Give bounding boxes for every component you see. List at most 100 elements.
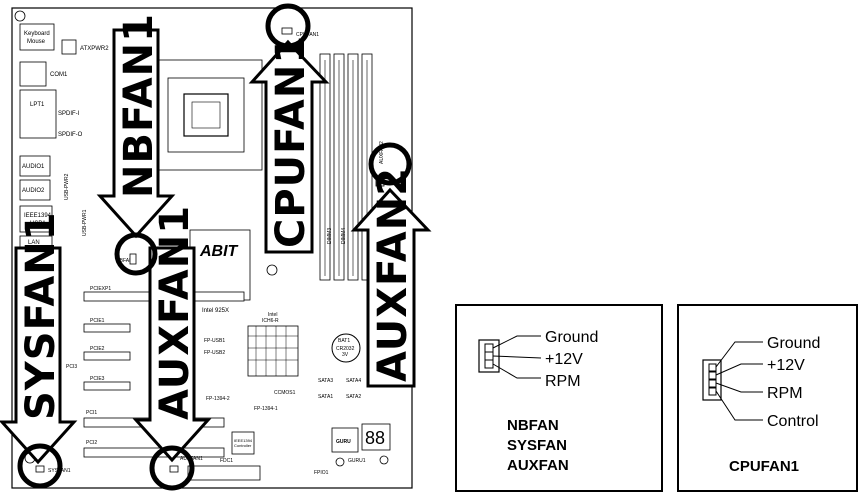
northbridge-chip [189,229,251,301]
ich6r-chip [247,325,299,377]
svg-text:AUXFAN1: AUXFAN1 [152,205,198,420]
pinout-4pin-title: CPUFAN1 [729,458,800,475]
pciexp1-label: PCIEXP1 [90,286,111,292]
auxfan1-connector [169,465,179,473]
pin4-ground-label: Ground [767,335,820,352]
post-code-display [361,423,391,451]
fpio1-label: FPIO1 [314,470,329,476]
keyboard-mouse-label-2: Mouse [27,39,46,45]
guru-chip [331,427,359,453]
pin4-rpm-label: RPM [767,385,803,402]
ich6r-label-1: Intel [268,312,277,318]
arrow-auxfan1: AUXFAN1 [132,205,212,463]
lpt1-port [19,89,57,139]
sata3-label: SATA3 [318,378,333,384]
pin4-12v-label: +12V [767,357,805,374]
keyboard-mouse-label-1: Keyboard [24,31,50,37]
com1-port [19,61,47,87]
pcie2-label: PCIE2 [90,346,105,352]
fdc1-label: FDC1 [220,458,233,464]
bat1-battery [331,333,361,363]
sata2-label: SATA2 [346,394,361,400]
cpufan1-connector [281,27,293,35]
pcie3-label: PCIE3 [90,376,105,382]
com1-label: COM1 [50,72,68,78]
applies-auxfan: AUXFAN [507,457,569,474]
auxfan2-small-label: AUXFAN2 [379,141,385,164]
pinout-4pin-box: Ground +12V RPM Control CPUFAN1 [677,304,858,492]
pinout-3pin-applies: NBFAN SYSFAN AUXFAN [507,416,569,476]
intel-925x-label: Intel 925X [202,308,229,314]
ich6r-label-2: ICH6-R [262,318,279,324]
applies-nbfan: NBFAN [507,417,559,434]
highlight-auxfan1 [149,445,195,491]
pci2-label: PCI2 [86,440,97,446]
ieee1394-usb1-port [19,205,53,233]
cpu-socket [151,59,263,171]
guru-chip-label: GURU [336,439,351,445]
nbfan1-connector [129,253,137,265]
lpt1-label: LPT1 [30,102,45,108]
pin3-ground-label: Ground [545,329,598,346]
dimm3-label: DIMM3 [327,228,333,244]
sata4-label: SATA4 [346,378,361,384]
ieee1394-ctrl-label-1: IEEE1394 [234,438,253,443]
pci1-label: PCI1 [86,410,97,416]
audio2-port [19,179,51,201]
highlight-cpufan1 [265,3,311,49]
svg-text:AUXFAN2: AUXFAN2 [370,167,416,382]
pcie1-label: PCIE1 [90,318,105,324]
applies-sysfan: SYSFAN [507,437,568,454]
arrow-auxfan2: AUXFAN2 [350,167,432,388]
cr2032-label-2: 3V [342,352,349,358]
highlight-nbfan1 [114,232,158,276]
ccmos1-label: CCMOS1 [274,390,296,396]
svg-text:CPUFAN1: CPUFAN1 [268,35,314,248]
cr2032-label-1: CR2032 [336,346,355,352]
pinout-3pin-diagram: Ground +12V RPM [478,329,598,390]
atxpwr2-label: ATXPWR2 [80,46,109,52]
pin3-rpm-label: RPM [545,373,581,390]
atxpwr2-connector [61,39,77,55]
sata1-label: SATA1 [318,394,333,400]
ieee1394-controller-chip [231,431,255,455]
abit-logo: ABIT [199,243,239,260]
nbfan1-small-label: NBFAN1 [116,258,136,264]
guru1-label: GURU1 [348,458,366,464]
fp1394-1-label: FP-1394-1 [254,406,278,412]
ieee1394-label-1: IEEE1394 [24,213,52,219]
keyboard-mouse-port [19,23,55,51]
ieee1394-ctrl-label-2: Controller [234,443,252,448]
arrow-sysfan1: SYSFAN1 [0,211,78,465]
svg-text:SYSFAN1: SYSFAN1 [18,211,64,420]
arrow-cpufan1: CPUFAN1 [248,35,330,254]
bat1-label: BAT1 [338,338,350,344]
pci3-label: PCI3 [66,364,77,370]
highlight-auxfan2 [368,142,412,186]
pin4-control-label: Control [767,413,819,430]
fp-usb2-label: FP-USB2 [204,350,225,356]
audio2-label: AUDIO2 [22,188,45,194]
audio1-port [19,155,51,177]
audio1-label: AUDIO1 [22,164,45,170]
highlight-sysfan1 [17,443,63,489]
pin3-12v-label: +12V [545,351,583,368]
spdif-o-label: SPDIF-O [58,132,83,138]
sysfan1-connector [35,465,45,473]
fdc1-connector [187,465,261,481]
pinout-3pin-box: Ground +12V RPM NBFAN SYSFAN AUXFAN [455,304,663,492]
usbpwr2-label: USB-PWR2 [64,173,70,200]
post-code-digits: 88 [365,428,385,448]
fp-usb1-label: FP-USB1 [204,338,225,344]
lan-label: LAN [28,240,40,246]
svg-text:NBFAN1: NBFAN1 [116,13,162,198]
highlight-circles [17,3,412,491]
dimm4-label: DIMM4 [341,228,347,244]
rear-io-panel [19,23,57,261]
fp1394-2-label: FP-1394-2 [206,396,230,402]
spdif-i-label: SPDIF-I [58,111,80,117]
pinout-4pin-diagram: Ground +12V RPM Control [702,335,820,430]
ieee1394-label-2: USB1 [30,221,46,227]
arrow-nbfan1: NBFAN1 [96,13,176,239]
